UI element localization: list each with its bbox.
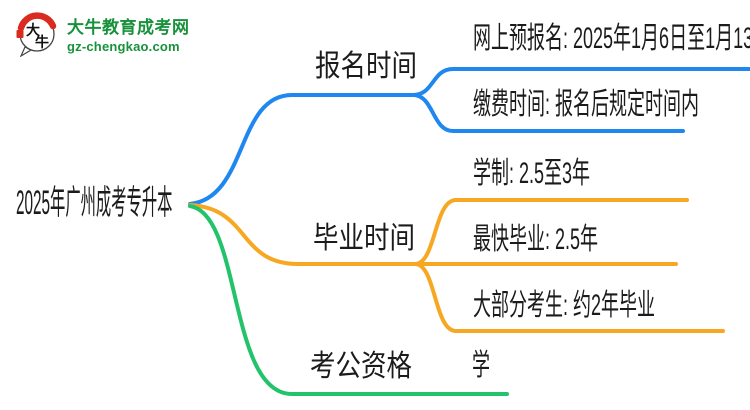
child-node-fastest-graduation: 最快毕业: 2.5年	[473, 223, 599, 256]
svg-text:大: 大	[26, 22, 40, 38]
child-node-study-duration: 学制: 2.5至3年	[473, 157, 591, 190]
logo-site-domain: gz-chengkao.com	[67, 38, 180, 54]
branch-label-graduation-time: 毕业时间	[313, 222, 415, 255]
logo-site-name: 大牛教育成考网	[67, 17, 190, 37]
logo-text-block: 大牛教育成考网 gz-chengkao.com	[67, 13, 190, 54]
child-node-online-pre-registration: 网上预报名: 2025年1月6日至1月13日	[473, 22, 750, 55]
branch-label-civil-service-eligibility: 考公资格	[310, 350, 412, 383]
child-node-payment-time: 缴费时间: 报名后规定时间内	[473, 88, 700, 121]
root-node: 2025年广州成考专升本	[16, 184, 173, 222]
branch-line-graduation	[188, 198, 725, 333]
child-node-civil-service-truncated: 学	[472, 349, 490, 382]
daniu-logo-icon: 大 牛	[16, 12, 57, 57]
child-node-most-students: 大部分考生: 约2年毕业	[473, 289, 656, 322]
branch-line-civil-service	[188, 204, 509, 396]
site-logo[interactable]: 大 牛 大牛教育成考网 gz-chengkao.com	[14, 9, 190, 57]
svg-text:牛: 牛	[35, 34, 49, 50]
branch-label-registration-time: 报名时间	[315, 50, 417, 83]
branch-line-registration	[188, 67, 750, 206]
